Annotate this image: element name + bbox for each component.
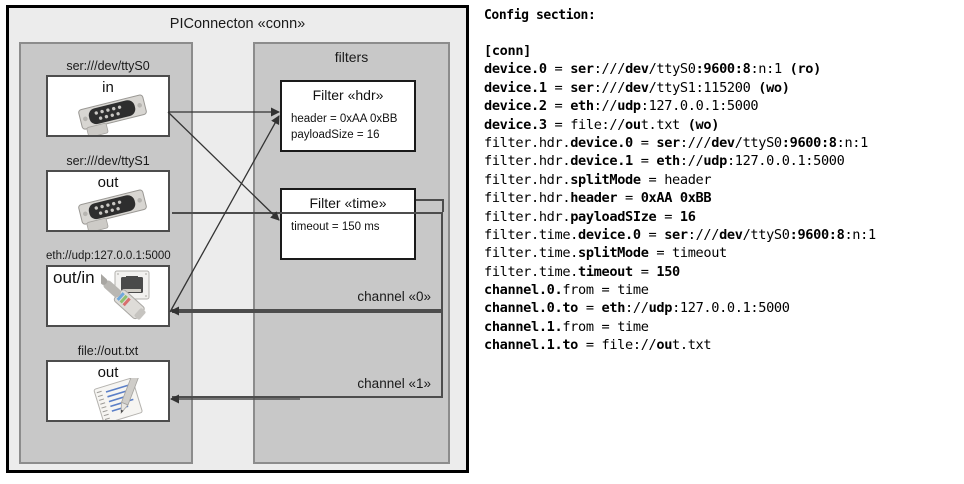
config-line: filter.time.splitMode = timeout	[484, 245, 727, 262]
config-line: device.2 = eth://udp:127.0.0.1:5000	[484, 98, 759, 115]
config-line: [conn]	[484, 43, 532, 59]
device-io-label: out	[97, 364, 119, 381]
config-line: device.3 = file://out.txt (wo)	[484, 116, 720, 133]
filter-properties: header = 0xAA 0xBB payloadSize = 16	[291, 111, 397, 143]
device-item-eth[interactable]: eth://udp:127.0.0.1:5000 out/in	[46, 248, 171, 327]
config-line: channel.0.to = eth://udp:127.0.0.1:5000	[484, 300, 790, 317]
config-text: [conn] device.0 = ser:///dev/ttyS0:9600:8…	[484, 42, 876, 355]
device-box[interactable]: out	[46, 360, 170, 422]
channel-label: channel «1»	[357, 376, 431, 391]
page-title: PIConnecton «conn»	[169, 16, 306, 32]
filter-properties: timeout = 150 ms	[291, 219, 380, 235]
device-label: eth://udp:127.0.0.1:5000	[46, 250, 171, 262]
filter-hdr-box[interactable]: Filter «hdr» header = 0xAA 0xBB payloadS…	[280, 80, 416, 152]
architecture-diagram: PIConnecton «conn» ser:///dev/ttyS0 in	[0, 0, 478, 484]
filter-title: Filter «hdr»	[312, 87, 384, 103]
filter-time-box[interactable]: Filter «time» timeout = 150 ms	[280, 188, 416, 260]
channel-0-box: channel «0»	[172, 212, 443, 311]
config-line: channel.0.from = time	[484, 282, 649, 299]
config-line: filter.hdr.splitMode = header	[484, 171, 712, 188]
device-io-label: in	[102, 79, 114, 96]
filter-prop: timeout = 150 ms	[291, 221, 380, 233]
config-line: filter.time.device.0 = ser:///dev/ttyS0:…	[484, 226, 876, 243]
config-heading: Config section:	[484, 8, 596, 23]
serial-port-icon	[76, 93, 150, 135]
device-box[interactable]: out/in	[46, 265, 170, 327]
device-label: ser:///dev/ttyS1	[66, 154, 150, 168]
device-io-label: out	[97, 174, 119, 191]
serial-port-icon	[76, 188, 150, 230]
config-line: channel.1.from = time	[484, 318, 649, 335]
filter-prop: header = 0xAA 0xBB	[291, 113, 398, 125]
device-label: file://out.txt	[77, 344, 139, 358]
filters-panel-title: filters	[334, 49, 369, 65]
device-item-file[interactable]: file://out.txt out	[46, 343, 170, 422]
config-line: device.0 = ser:///dev/ttyS0:9600:8:n:1 (…	[484, 61, 821, 78]
device-label: ser:///dev/ttyS0	[66, 59, 150, 73]
filter-prop: payloadSize = 16	[291, 129, 380, 141]
config-line: filter.hdr.payloadSIze = 16	[484, 208, 696, 225]
device-item-ttys1[interactable]: ser:///dev/ttyS1 out	[46, 153, 170, 232]
devices-panel: ser:///dev/ttyS0 in	[19, 42, 193, 464]
config-line: filter.hdr.device.0 = ser:///dev/ttyS0:9…	[484, 134, 868, 151]
ethernet-jack-icon	[93, 270, 168, 325]
config-section: Config section: [conn] device.0 = ser:///…	[484, 0, 964, 484]
device-box[interactable]: out	[46, 170, 170, 232]
channel-label: channel «0»	[357, 289, 431, 304]
text-file-icon	[88, 368, 154, 420]
channel-1-box: channel «1»	[172, 311, 443, 398]
device-box[interactable]: in	[46, 75, 170, 137]
config-line: filter.hdr.device.1 = eth://udp:127.0.0.…	[484, 153, 845, 170]
config-line: filter.hdr.header = 0xAA 0xBB	[484, 190, 712, 207]
config-line: channel.1.to = file://out.txt	[484, 337, 712, 354]
filter-title: Filter «time»	[309, 195, 387, 211]
config-line: device.1 = ser:///dev/ttyS1:115200 (wo)	[484, 79, 790, 96]
device-item-ttys0[interactable]: ser:///dev/ttyS0 in	[46, 58, 170, 137]
config-line: filter.time.timeout = 150	[484, 263, 680, 280]
device-io-label: out/in	[53, 268, 95, 287]
